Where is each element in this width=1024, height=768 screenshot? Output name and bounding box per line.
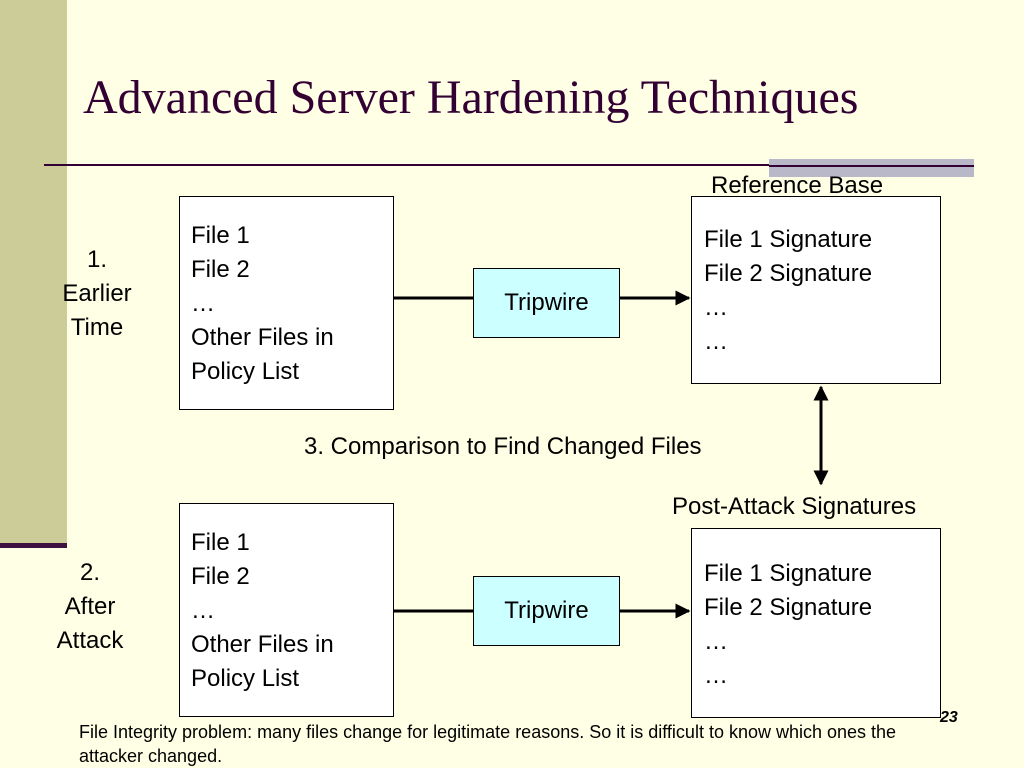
signature-entry: … bbox=[704, 328, 728, 355]
reference-base-box: File 1 Signature File 2 Signature … … bbox=[691, 196, 941, 384]
file-entry: File 1 bbox=[191, 529, 250, 556]
tripwire-label: Tripwire bbox=[504, 597, 589, 624]
footnote: File Integrity problem: many files chang… bbox=[79, 722, 897, 766]
decorative-rule bbox=[769, 165, 974, 167]
file-entry: File 2 bbox=[191, 563, 250, 590]
title-underline bbox=[44, 164, 769, 166]
step-label-line: Earlier bbox=[62, 280, 132, 307]
step-label-earlier-time: 1. Earlier Time bbox=[52, 243, 142, 345]
file-entry: … bbox=[191, 290, 215, 317]
post-attack-box: File 1 Signature File 2 Signature … … bbox=[691, 528, 941, 718]
reference-base-title: Reference Base bbox=[711, 172, 884, 199]
step-label-after-attack: 2. After Attack bbox=[45, 556, 135, 658]
slide-title: Advanced Server Hardening Techniques bbox=[83, 71, 859, 124]
decorative-gray-bar bbox=[769, 159, 974, 177]
file-entry: … bbox=[191, 597, 215, 624]
signature-entry: File 1 Signature bbox=[704, 226, 873, 253]
signature-entry: … bbox=[704, 294, 728, 321]
comparison-label: 3. Comparison to Find Changed Files bbox=[304, 433, 702, 460]
tripwire-box-earlier: Tripwire bbox=[473, 268, 620, 338]
step-label-line: 2. bbox=[79, 559, 100, 586]
step-label-line: After bbox=[64, 593, 116, 620]
left-accent-tick bbox=[0, 543, 67, 548]
signature-entry: File 2 Signature bbox=[704, 260, 873, 287]
page-number: 23 bbox=[940, 709, 958, 726]
step-label-line: Time bbox=[70, 314, 124, 341]
files-box-earlier: File 1 File 2 … Other Files in Policy Li… bbox=[179, 196, 394, 410]
tripwire-label: Tripwire bbox=[504, 289, 589, 316]
tripwire-box-after: Tripwire bbox=[473, 576, 620, 646]
signature-entry: File 1 Signature bbox=[704, 560, 873, 587]
file-entry: Other Files in bbox=[191, 324, 334, 351]
signature-entry: … bbox=[704, 662, 728, 689]
file-entry: Other Files in bbox=[191, 631, 334, 658]
files-box-after: File 1 File 2 … Other Files in Policy Li… bbox=[179, 503, 394, 717]
file-entry: Policy List bbox=[191, 665, 300, 692]
step-label-line: 1. bbox=[86, 246, 107, 273]
signature-entry: File 2 Signature bbox=[704, 594, 873, 621]
file-entry: Policy List bbox=[191, 358, 300, 385]
file-entry: File 1 bbox=[191, 222, 250, 249]
left-accent-bar bbox=[0, 0, 67, 545]
post-attack-title: Post-Attack Signatures bbox=[672, 493, 917, 520]
file-entry: File 2 bbox=[191, 256, 250, 283]
signature-entry: … bbox=[704, 628, 728, 655]
step-label-line: Attack bbox=[56, 627, 124, 654]
